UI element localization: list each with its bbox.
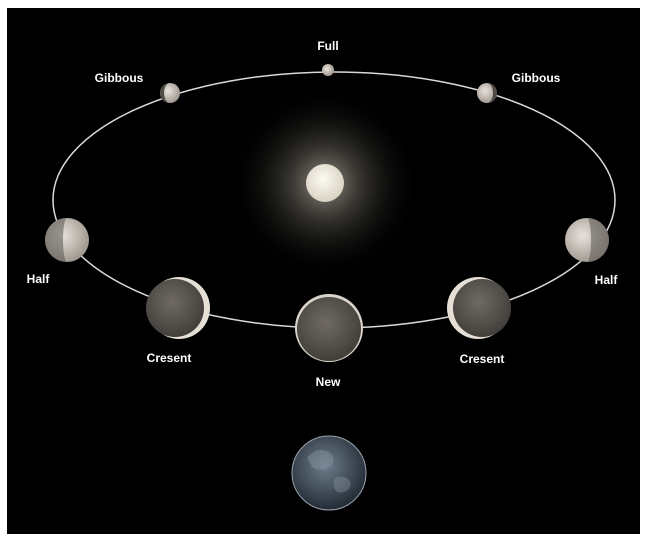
diagram-panel: Full Gibbous Gibbous Half Half Cresent C…: [7, 8, 640, 534]
label-crescent-left: Cresent: [147, 351, 192, 365]
moon-gibbous-right: [477, 83, 497, 103]
sun: [306, 164, 344, 202]
moon-crescent-right: [447, 277, 511, 339]
moon-new: [295, 294, 363, 362]
label-half-left: Half: [27, 272, 51, 286]
moon-full: [322, 64, 334, 76]
label-crescent-right: Cresent: [460, 352, 505, 366]
moon-crescent-left: [146, 277, 210, 339]
moon-gibbous-left: [160, 83, 180, 103]
moon-half-left: [45, 218, 89, 262]
label-full: Full: [317, 39, 338, 53]
label-gibbous-left: Gibbous: [95, 71, 144, 85]
label-gibbous-right: Gibbous: [512, 71, 561, 85]
label-new: New: [316, 375, 341, 389]
earth: [292, 436, 366, 510]
moon-phases-diagram: Full Gibbous Gibbous Half Half Cresent C…: [7, 8, 640, 534]
moon-half-right: [565, 218, 609, 262]
label-half-right: Half: [595, 273, 619, 287]
